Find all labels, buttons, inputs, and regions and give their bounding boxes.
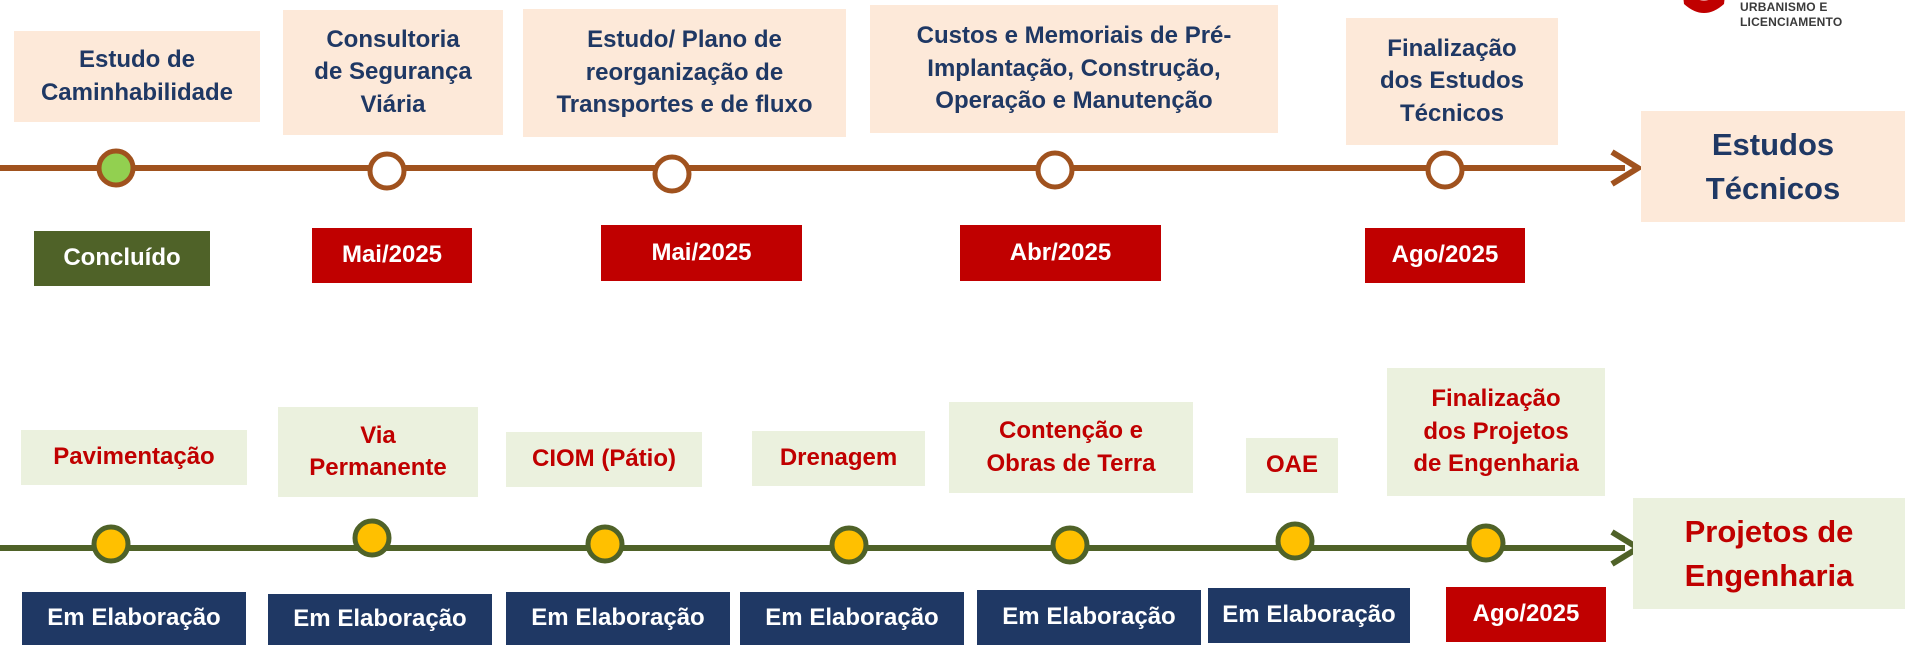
milestone-pavimentacao — [91, 524, 131, 564]
finalizacao-projetos-label: Finalização dos Projetos de Engenharia — [1387, 368, 1605, 496]
ciom-patio-label: CIOM (Pátio) — [506, 432, 702, 487]
status-badge-mai-2025-transportes: Mai/2025 — [601, 225, 802, 281]
logo-text: URBANISMO E LICENCIAMENTO — [1740, 0, 1843, 29]
status-badge-em-elaboracao-contencao: Em Elaboração — [977, 590, 1201, 645]
estudo-caminhabilidade-label: Estudo de Caminhabilidade — [14, 31, 260, 122]
status-badge-abr-2025: Abr/2025 — [960, 225, 1161, 281]
plano-transportes-label: Estudo/ Plano de reorganização de Transp… — [523, 9, 846, 137]
status-badge-em-elaboracao-drenagem: Em Elaboração — [740, 592, 964, 645]
finalizacao-estudos-label: Finalização dos Estudos Técnicos — [1346, 18, 1558, 145]
milestone-oae — [1275, 521, 1315, 561]
status-badge-em-elaboracao-via-permanente: Em Elaboração — [268, 594, 492, 645]
milestone-drenagem — [829, 525, 869, 565]
pavimentacao-label: Pavimentação — [21, 430, 247, 485]
consultoria-seguranca-label: Consultoria de Segurança Viária — [283, 10, 503, 135]
top-timeline-arrow — [1610, 149, 1644, 187]
contencao-obras-terra-label: Contenção e Obras de Terra — [949, 402, 1193, 493]
oae-label: OAE — [1246, 438, 1338, 493]
logo: URBANISMO E LICENCIAMENTO — [1678, 0, 1905, 40]
drenagem-label: Drenagem — [752, 431, 925, 486]
milestone-contencao — [1050, 525, 1090, 565]
custos-memoriais-label: Custos e Memoriais de Pré- Implantação, … — [870, 5, 1278, 133]
status-badge-em-elaboracao-oae: Em Elaboração — [1208, 588, 1410, 643]
projetos-engenharia-title: Projetos de Engenharia — [1633, 498, 1905, 609]
status-badge-ago-2025-projetos: Ago/2025 — [1446, 587, 1606, 642]
milestone-via-permanente — [352, 518, 392, 558]
status-badge-em-elaboracao-pavimentacao: Em Elaboração — [22, 592, 246, 645]
milestone-seguranca-viaria — [367, 151, 407, 191]
status-badge-mai-2025-seguranca: Mai/2025 — [312, 228, 472, 283]
status-badge-ago-2025-estudos: Ago/2025 — [1365, 228, 1525, 283]
estudos-tecnicos-title: Estudos Técnicos — [1641, 111, 1905, 222]
milestone-finalizacao-projetos — [1466, 523, 1506, 563]
milestone-caminhabilidade — [96, 148, 136, 188]
milestone-finalizacao-estudos — [1425, 150, 1465, 190]
milestone-custos — [1035, 150, 1075, 190]
status-badge-em-elaboracao-ciom: Em Elaboração — [506, 592, 730, 645]
status-badge-concluido: Concluído — [34, 231, 210, 286]
milestone-transportes — [652, 154, 692, 194]
coat-of-arms-icon — [1683, 0, 1725, 13]
via-permanente-label: Via Permanente — [278, 407, 478, 497]
milestone-ciom — [585, 524, 625, 564]
